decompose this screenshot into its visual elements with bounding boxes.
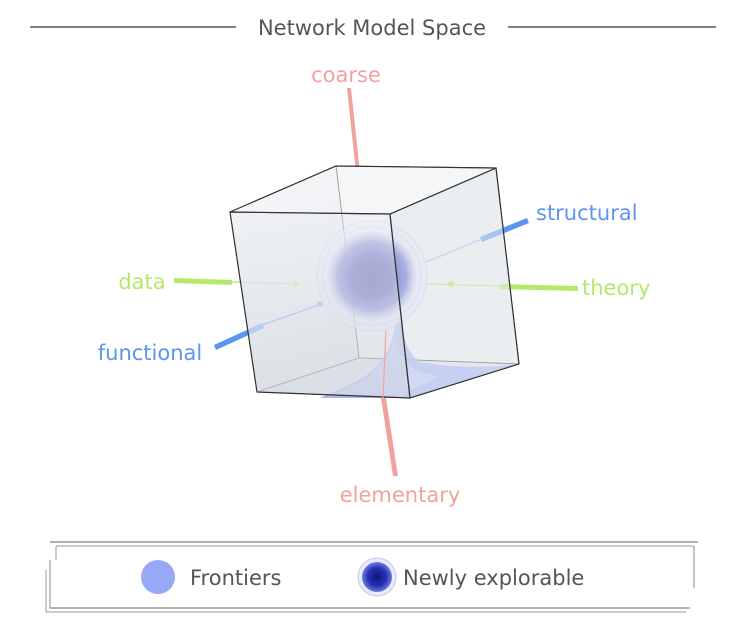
structural-label: structural: [536, 201, 638, 225]
cube-front-face: [229, 211, 411, 399]
legend: Frontiers Newly explorable: [45, 541, 698, 613]
functional-label: functional: [98, 341, 203, 365]
data-label: data: [118, 270, 165, 294]
legend-frontiers-label: Frontiers: [190, 566, 281, 590]
coarse-label: coarse: [311, 63, 381, 87]
cube-top-face: [229, 165, 497, 215]
frontiers-swatch-icon: [141, 560, 175, 594]
theory-axis-outer: [500, 284, 578, 291]
newly-explorable-swatch-icon: [362, 562, 392, 592]
theory-label: theory: [582, 276, 650, 300]
data-axis-outer: [174, 278, 232, 285]
elementary-axis-inner: [382, 329, 387, 399]
elementary-axis-outer: [381, 398, 398, 476]
diagram-title: Network Model Space: [258, 16, 486, 40]
elementary-label: elementary: [340, 483, 461, 507]
legend-newly-explorable-label: Newly explorable: [403, 566, 584, 590]
